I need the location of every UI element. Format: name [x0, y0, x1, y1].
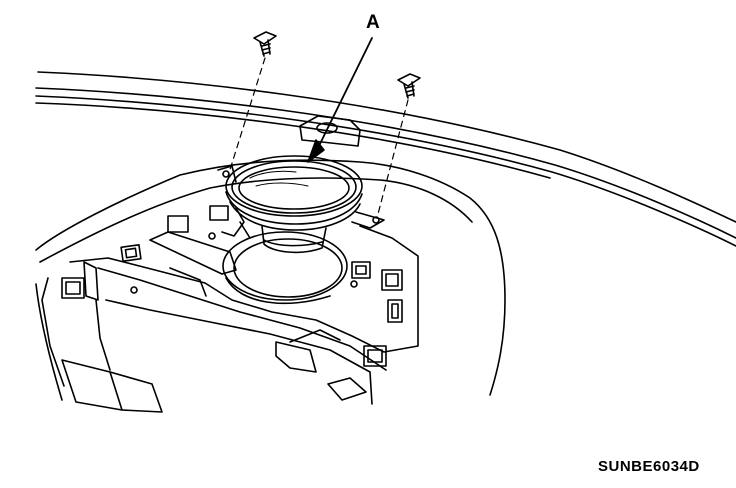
deck-panel — [35, 159, 506, 401]
alignment-lines — [227, 57, 409, 215]
speaker-opening — [222, 231, 348, 305]
rail-bracket — [299, 115, 361, 147]
callout-a-leader — [307, 37, 373, 163]
callout-label-a: A — [366, 12, 380, 33]
panel-clips — [61, 205, 403, 367]
upper-rail — [35, 71, 736, 247]
figure-code: SUNBE6034D — [598, 458, 700, 475]
lower-brackets — [61, 261, 367, 413]
speaker — [217, 155, 385, 254]
inner-frame — [69, 225, 419, 405]
screw-left — [253, 31, 277, 57]
screw-right — [397, 73, 421, 99]
